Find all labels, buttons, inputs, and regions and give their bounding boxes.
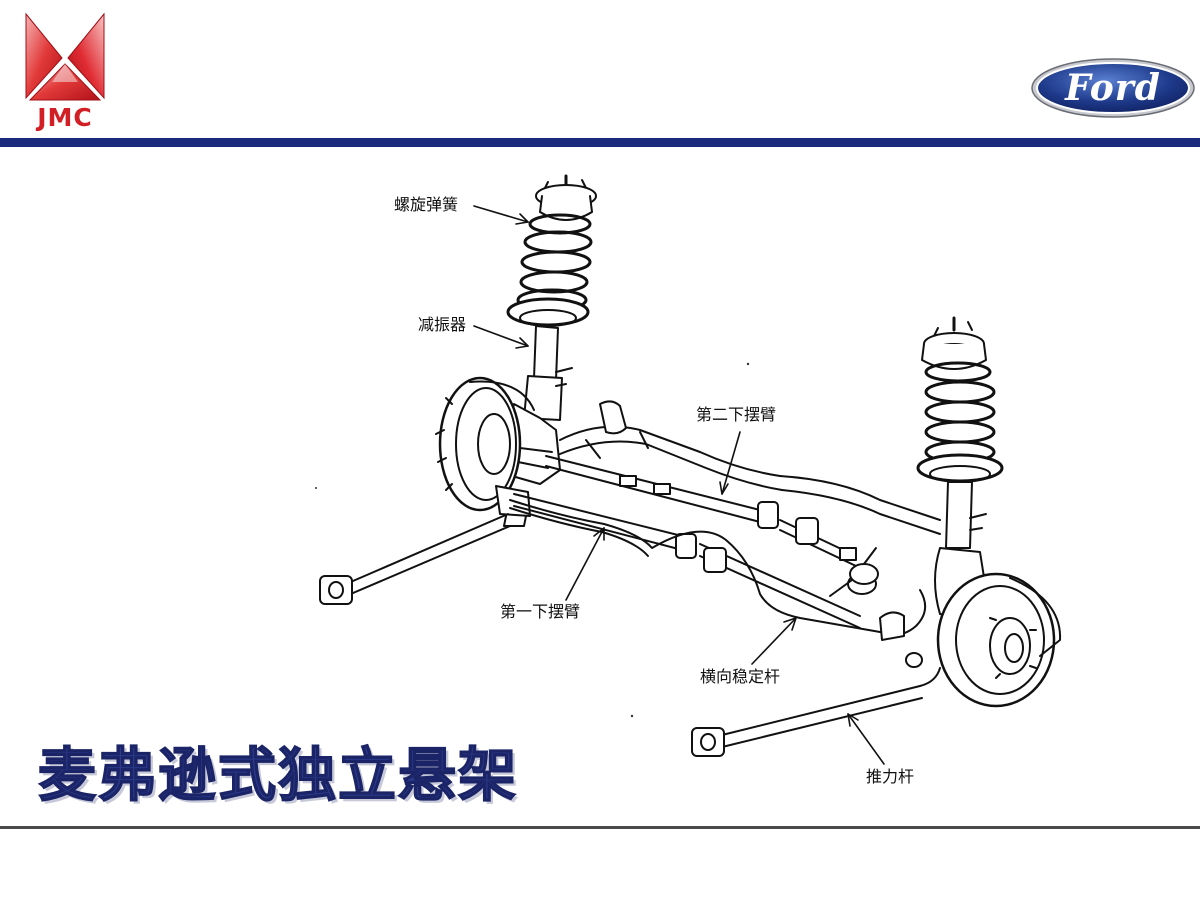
second-lower-arm [545,455,857,567]
label-shock-absorber: 减振器 [418,315,467,334]
footer-divider [0,826,1200,829]
label-stabilizer-bar: 横向稳定杆 [700,667,781,686]
label-second-lower-arm: 第二下摆臂 [696,405,777,424]
center-bracket [829,547,923,668]
callout-leaders [473,205,885,765]
scan-specks [315,362,750,718]
slide-title: 麦弗逊式独立悬架 [37,740,519,810]
left-strut-assembly [435,174,597,527]
right-coil-spring [924,361,996,464]
crossmember [559,400,941,535]
left-brake-drum [435,376,535,512]
ford-logo-text: Ford [1065,67,1161,109]
label-first-lower-arm: 第一下摆臂 [500,602,581,621]
label-coil-spring: 螺旋弹簧 [394,195,459,214]
left-coil-spring [516,213,593,312]
jmc-logo-text: JMC [37,103,93,132]
right-thrust-rod [691,667,941,757]
header-divider [0,138,1200,147]
left-thrust-rod [319,513,511,605]
first-lower-arm [513,493,861,629]
label-thrust-rod: 推力杆 [866,767,915,786]
jmc-emblem-icon [25,12,105,101]
ford-oval-icon [1031,58,1195,118]
right-brake-disc [936,572,1062,708]
